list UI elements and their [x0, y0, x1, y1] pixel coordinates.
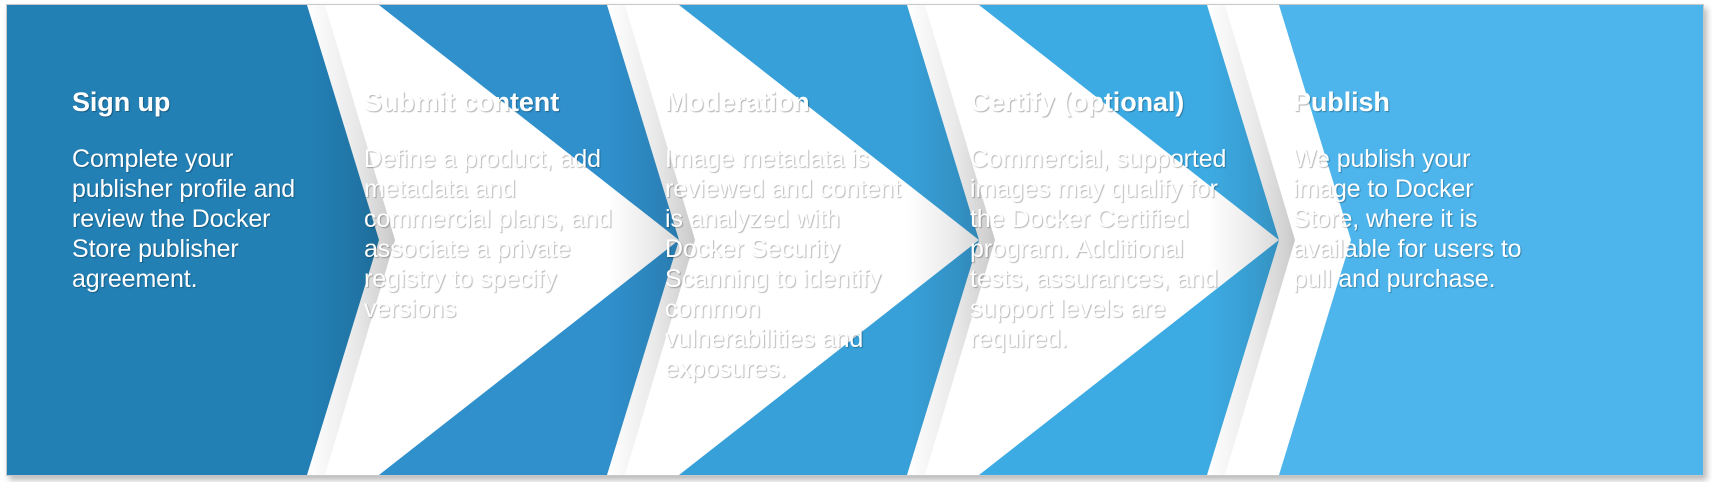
chevron-edge-shadow-4: [907, 5, 995, 475]
chevron-edge-shadow-2: [307, 5, 395, 475]
chevron-edge-shadow-5: [1207, 5, 1295, 475]
chevron-step-5: [1207, 5, 1703, 475]
chevron-shape-5: [1279, 5, 1703, 475]
chevron-shape-1: [7, 5, 379, 475]
chevron-edge-shadow-3: [607, 5, 695, 475]
chevron-step-1: [7, 5, 379, 475]
